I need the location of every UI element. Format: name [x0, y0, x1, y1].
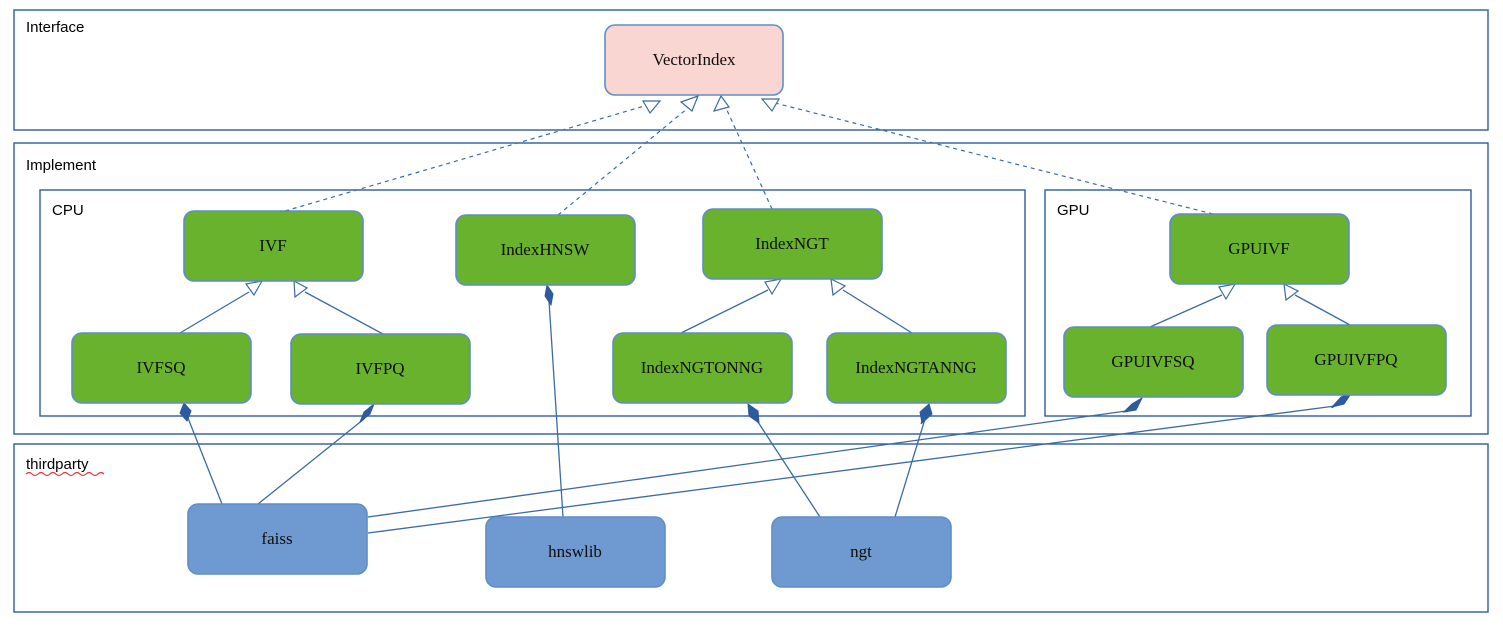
- node-ngt-rect[interactable]: [771, 516, 952, 588]
- edge-gpuivfpq-to-gpuivf: [1294, 294, 1351, 326]
- container-cpu: CPU: [39, 189, 1026, 417]
- node-ivfpq[interactable]: IVFPQ: [290, 333, 471, 405]
- node-ngt[interactable]: ngt: [771, 516, 952, 588]
- arrowhead-hollow-triangle: [760, 98, 781, 113]
- edge-indexngtonng-to-indexngt: [680, 289, 769, 334]
- node-indexngt-label: IndexNGT: [755, 234, 829, 253]
- container-interface-label: Interface: [26, 19, 84, 36]
- node-indexngtonng-rect[interactable]: [612, 332, 793, 404]
- diamond-filled-icon: [919, 403, 933, 424]
- node-hnswlib[interactable]: hnswlib: [485, 516, 666, 588]
- container-thirdparty-rect: [13, 443, 1489, 613]
- spellcheck-squiggle-icon: [25, 471, 105, 477]
- node-ivfsq-rect[interactable]: [71, 332, 252, 404]
- node-indexngtonng-label: IndexNGTONNG: [641, 358, 763, 377]
- node-indexngtanng-rect[interactable]: [826, 332, 1007, 404]
- node-vectorindex-rect[interactable]: [604, 24, 784, 96]
- arrowhead-hollow-triangle: [641, 100, 662, 115]
- edge-indexhnsw-to-vectorindex: [557, 107, 689, 216]
- node-gpuivf-label: GPUIVF: [1228, 239, 1289, 258]
- node-indexngt-rect[interactable]: [702, 208, 883, 280]
- container-cpu-label: CPU: [52, 202, 84, 219]
- diamond-filled-icon: [747, 402, 760, 425]
- node-gpuivf[interactable]: GPUIVF: [1169, 213, 1350, 285]
- arrowhead-hollow-triangle: [679, 94, 700, 112]
- arrowhead-hollow-triangle: [293, 279, 309, 299]
- node-faiss-label: faiss: [261, 529, 292, 548]
- container-thirdparty-label: thirdparty: [26, 456, 89, 473]
- node-gpuivfpq[interactable]: GPUIVFPQ: [1266, 324, 1447, 396]
- edge-indexngt-to-vectorindex: [725, 107, 773, 210]
- diamond-filled-icon: [544, 283, 554, 307]
- node-ivfpq-rect[interactable]: [290, 333, 471, 405]
- node-gpuivfsq[interactable]: GPUIVFSQ: [1063, 326, 1244, 398]
- node-vectorindex-label: VectorIndex: [652, 50, 736, 69]
- node-gpuivfsq-label: GPUIVFSQ: [1111, 352, 1194, 371]
- node-ivfsq[interactable]: IVFSQ: [71, 332, 252, 404]
- arrowhead-hollow-triangle: [1283, 282, 1300, 302]
- container-implement-label: Implement: [26, 157, 97, 174]
- edge-faiss-to-ivfsq: [187, 417, 223, 505]
- arrowhead-hollow-triangle: [830, 277, 847, 297]
- node-indexhnsw-rect[interactable]: [455, 214, 636, 286]
- arrowhead-hollow-triangle: [712, 94, 730, 112]
- edge-group-inheritance: [179, 277, 1351, 335]
- edge-ivf-to-vectorindex: [284, 104, 649, 212]
- container-thirdparty: thirdparty: [13, 443, 1489, 613]
- edge-indexngtanng-to-indexngt: [842, 289, 913, 334]
- edge-faiss-to-gpuivfsq: [367, 410, 1127, 518]
- node-gpuivf-rect[interactable]: [1169, 213, 1350, 285]
- edge-ngt-to-indexngtanng: [894, 418, 926, 518]
- node-gpuivfpq-label: GPUIVFPQ: [1314, 350, 1397, 369]
- arrowhead-hollow-triangle: [1218, 283, 1237, 301]
- edge-faiss-to-gpuivfpq: [367, 405, 1336, 534]
- node-ivfsq-label: IVFSQ: [136, 358, 185, 377]
- node-indexngtonng[interactable]: IndexNGTONNG: [612, 332, 793, 404]
- node-indexngtanng-label: IndexNGTANNG: [855, 358, 976, 377]
- node-hnswlib-label: hnswlib: [548, 542, 602, 561]
- edge-gpuivf-to-vectorindex: [774, 102, 1214, 215]
- node-indexhnsw-label: IndexHNSW: [501, 240, 591, 259]
- container-interface-rect: [13, 9, 1489, 131]
- edge-ivfpq-to-ivf: [304, 291, 384, 335]
- node-indexhnsw[interactable]: IndexHNSW: [455, 214, 636, 286]
- edge-ivfsq-to-ivf: [179, 291, 250, 334]
- diamond-filled-icon: [179, 402, 192, 422]
- container-gpu-label: GPU: [1057, 202, 1090, 219]
- node-ivf-rect[interactable]: [183, 210, 364, 282]
- node-gpuivfsq-rect[interactable]: [1063, 326, 1244, 398]
- node-ivfpq-label: IVFPQ: [355, 359, 404, 378]
- container-implement-rect: [13, 142, 1489, 435]
- edge-group-realization: [284, 94, 1214, 216]
- edge-gpuivfsq-to-gpuivf: [1149, 294, 1223, 328]
- node-ngt-label: ngt: [850, 542, 872, 561]
- container-implement: Implement: [13, 142, 1489, 435]
- node-ivf[interactable]: IVF: [183, 210, 364, 282]
- node-faiss[interactable]: faiss: [187, 503, 368, 575]
- edge-hnswlib-to-indexhnsw: [548, 300, 564, 518]
- node-faiss-rect[interactable]: [187, 503, 368, 575]
- container-interface: Interface: [13, 9, 1489, 131]
- arrowhead-hollow-triangle: [764, 278, 783, 296]
- container-cpu-rect: [39, 189, 1026, 417]
- node-gpuivfpq-rect[interactable]: [1266, 324, 1447, 396]
- node-ivf-label: IVF: [259, 236, 286, 255]
- diamond-filled-icon: [1122, 396, 1144, 413]
- node-indexngtanng[interactable]: IndexNGTANNG: [826, 332, 1007, 404]
- diamond-filled-icon: [358, 402, 376, 424]
- edge-ngt-to-indexngtonng: [755, 418, 821, 518]
- arrowhead-hollow-triangle: [244, 280, 264, 297]
- node-indexngt[interactable]: IndexNGT: [702, 208, 883, 280]
- edge-group-composition: [179, 283, 1354, 534]
- node-hnswlib-rect[interactable]: [485, 516, 666, 588]
- edge-faiss-to-ivfpq: [257, 418, 365, 505]
- node-vectorindex[interactable]: VectorIndex: [604, 24, 784, 96]
